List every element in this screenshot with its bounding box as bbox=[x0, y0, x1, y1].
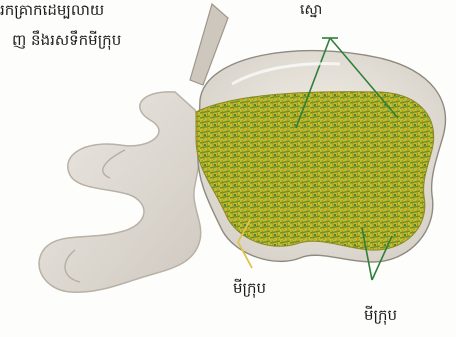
caption-line-2: ញ នឹងរសទឹកមីក្រុប bbox=[12, 30, 121, 50]
intestine-loops bbox=[39, 92, 201, 292]
label-microbe-bottom: មីក្រុប bbox=[364, 305, 397, 325]
label-microbe-middle: មីក្រុប bbox=[233, 278, 266, 298]
caption-line-1: រកគ្រាកដេម្បលាយ bbox=[0, 0, 104, 20]
label-foam: ស្នោ bbox=[300, 0, 322, 20]
